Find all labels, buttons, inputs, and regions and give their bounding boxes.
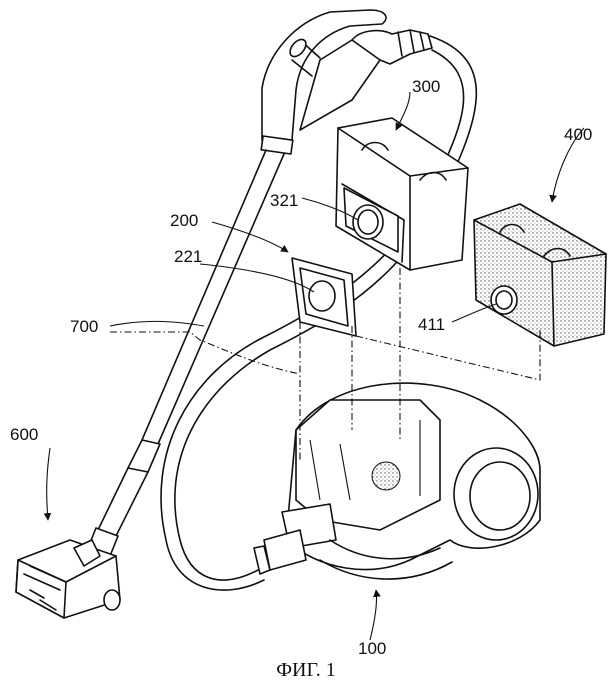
label-221: 221 — [174, 247, 202, 266]
label-400: 400 — [564, 125, 592, 144]
label-100: 100 — [358, 639, 386, 658]
exhaust-filter-frame — [292, 258, 356, 336]
label-700: 700 — [70, 317, 98, 336]
dust-container — [336, 118, 468, 270]
label-600: 600 — [10, 425, 38, 444]
label-300: 300 — [412, 77, 440, 96]
figure-caption: ФИГ. 1 — [276, 659, 336, 681]
filter-cover — [474, 204, 606, 346]
suction-nozzle — [16, 540, 120, 618]
label-321: 321 — [270, 191, 298, 210]
label-411: 411 — [418, 315, 445, 334]
main-body — [254, 383, 540, 579]
label-200: 200 — [170, 211, 198, 230]
